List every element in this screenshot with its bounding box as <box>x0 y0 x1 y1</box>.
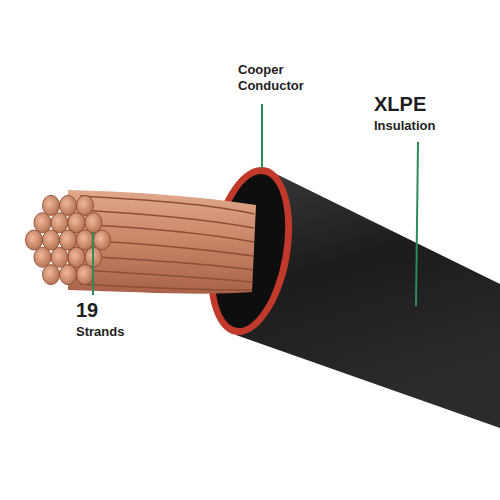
part-label: Strands <box>76 324 124 340</box>
part-label: XLPE <box>374 92 426 117</box>
leader-line <box>261 104 263 168</box>
strand-ends <box>25 195 110 284</box>
callout-number: 19 <box>76 298 98 323</box>
leader-line <box>92 232 94 295</box>
copper-bundle <box>68 190 256 294</box>
part-label: Cooper Conductor <box>238 62 323 95</box>
part-label: Insulation <box>374 118 435 134</box>
leader-line <box>416 142 418 306</box>
strand-lines <box>78 196 254 290</box>
